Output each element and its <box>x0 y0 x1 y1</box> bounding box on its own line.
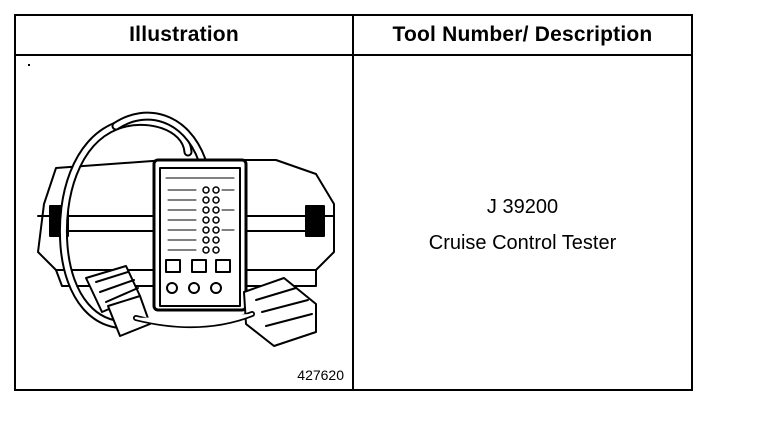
cruise-control-tester-illustration <box>37 111 335 347</box>
speck <box>28 64 30 66</box>
column-divider <box>352 16 354 389</box>
illustration-header: Illustration <box>129 23 239 46</box>
description-cell: J 39200 Cruise Control Tester <box>354 56 691 389</box>
tool-number: J 39200 <box>486 196 559 218</box>
header-divider <box>16 54 691 56</box>
tester-faceplate <box>159 167 241 307</box>
tool-table: Illustration Tool Number/ Description <box>14 14 693 391</box>
connector-right <box>243 277 317 347</box>
illustration-cell: 427620 <box>16 56 352 389</box>
case-latch-right <box>305 205 325 237</box>
tool-description: Cruise Control Tester <box>428 232 617 254</box>
tool-description-header: Tool Number/ Description <box>392 23 653 46</box>
figure-number: 427620 <box>297 367 344 383</box>
tester-cable-inner <box>60 118 191 328</box>
tester-cable-upper-inner <box>113 113 205 163</box>
